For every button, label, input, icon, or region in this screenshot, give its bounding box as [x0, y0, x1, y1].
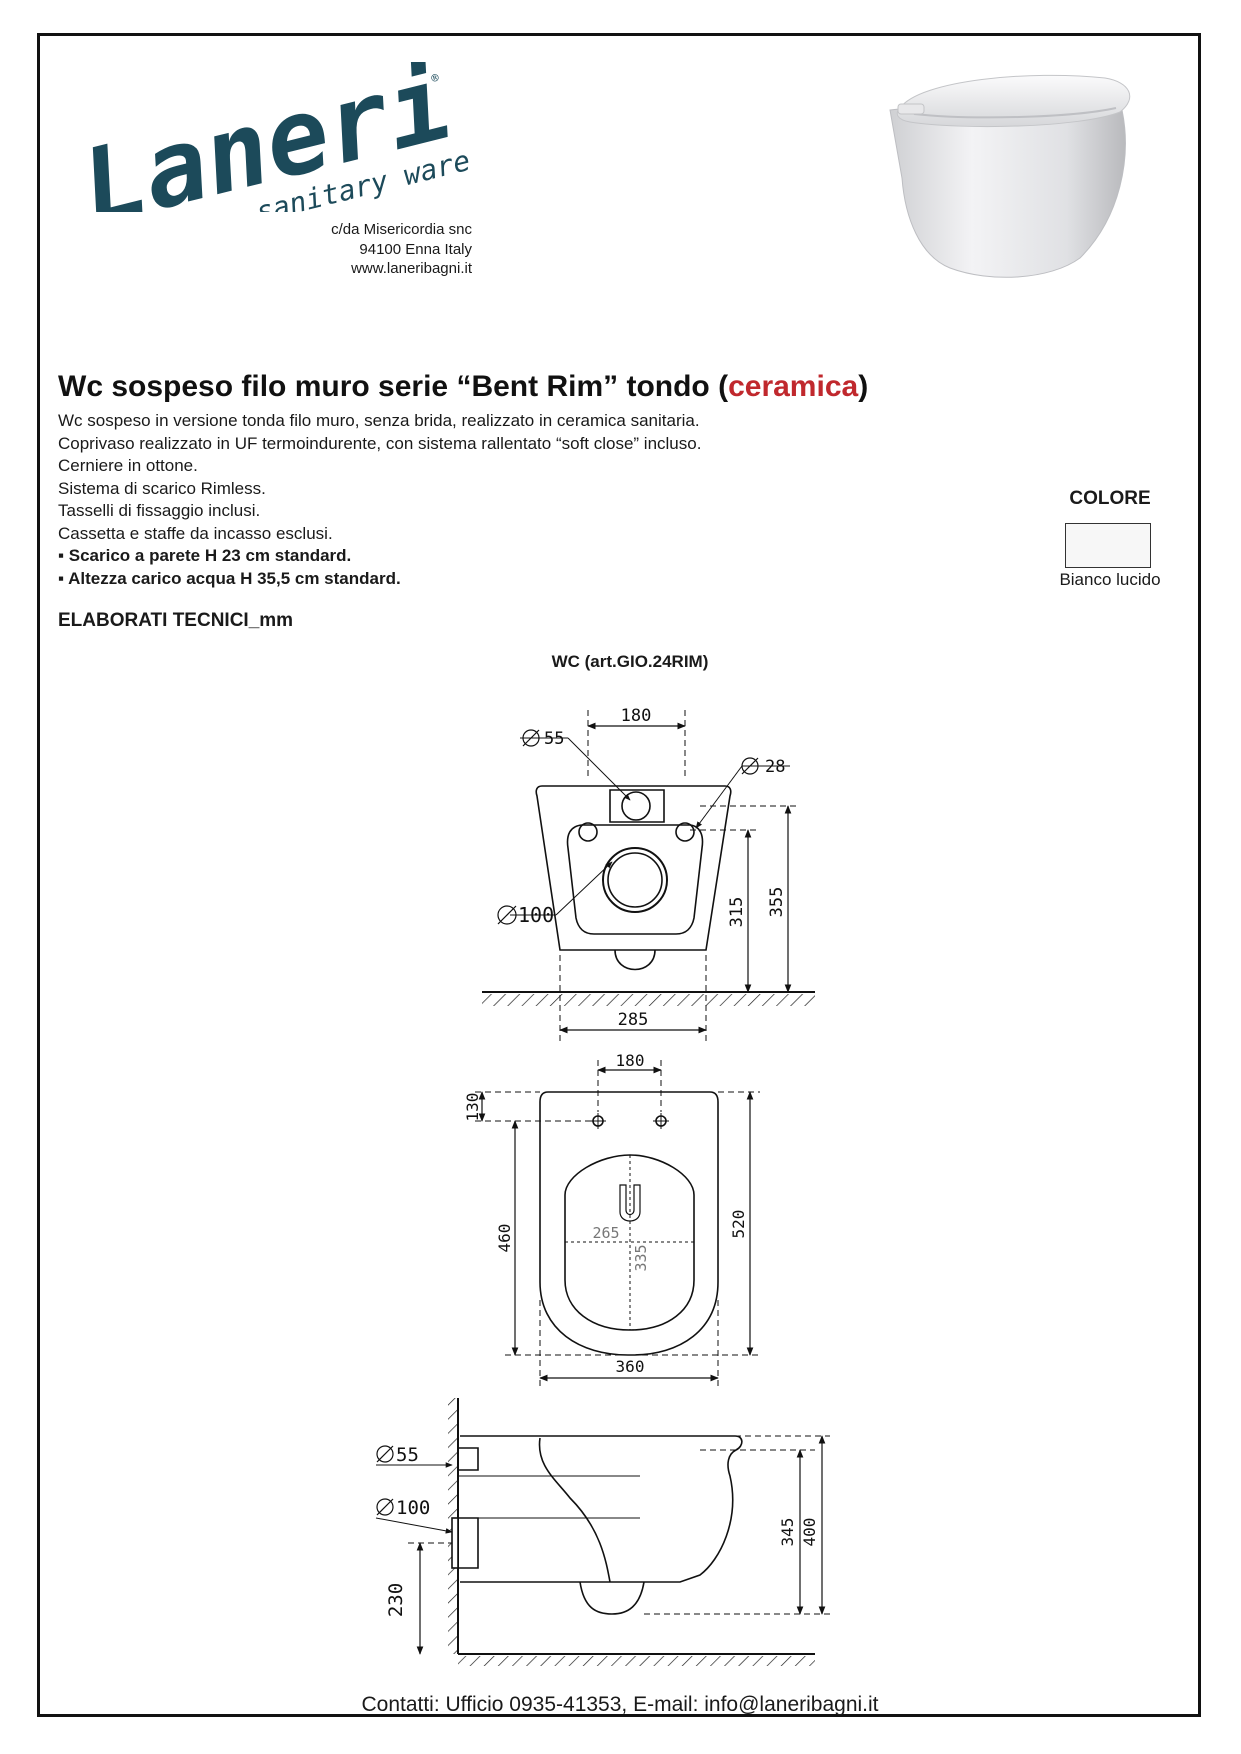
- dim-345: 345: [778, 1518, 797, 1547]
- dim-265: 265: [592, 1224, 619, 1242]
- dim-d100-side: 100: [396, 1497, 430, 1519]
- dim-130: 130: [463, 1093, 482, 1122]
- title-text: Wc sospeso filo muro serie “Bent Rim” to…: [58, 370, 729, 403]
- dim-180-top: 180: [616, 1051, 645, 1070]
- dim-315: 315: [727, 897, 747, 928]
- product-title: Wc sospeso filo muro serie “Bent Rim” to…: [58, 370, 868, 404]
- feature-line: ▪ Scarico a parete H 23 cm standard.: [58, 546, 352, 565]
- dim-d55-side: 55: [396, 1444, 419, 1466]
- description-line: Cerniere in ottone.: [58, 456, 198, 475]
- top-view: [475, 1060, 760, 1388]
- feature-line: ▪ Altezza carico acqua H 35,5 cm standar…: [58, 568, 401, 588]
- description-line: Wc sospeso in versione tonda filo muro, …: [58, 411, 700, 430]
- title-text-end: ): [858, 370, 869, 403]
- product-description: Wc sospeso in versione tonda filo muro, …: [58, 410, 701, 590]
- dim-355: 355: [767, 887, 787, 918]
- description-line: Tasselli di fissaggio inclusi.: [58, 501, 261, 520]
- dim-400: 400: [800, 1518, 819, 1547]
- description-line: Sistema di scarico Rimless.: [58, 478, 266, 498]
- section-heading: ELABORATI TECNICI_mm: [58, 610, 294, 631]
- dim-d100-front: 100: [518, 903, 554, 927]
- color-label: COLORE: [1069, 488, 1151, 509]
- registered-mark: ®: [430, 70, 441, 86]
- dim-460: 460: [495, 1224, 514, 1253]
- address-line: 94100 Enna Italy: [359, 240, 472, 258]
- color-swatch: [1065, 523, 1151, 568]
- dim-230: 230: [385, 1583, 407, 1617]
- company-address: c/da Misericordia snc 94100 Enna Italy w…: [260, 220, 472, 279]
- dim-360: 360: [616, 1357, 645, 1376]
- description-line: Cassetta e staffe da incasso esclusi.: [58, 523, 333, 543]
- contacts-footer: Contatti: Ufficio 0935-41353, E-mail: in…: [361, 1693, 879, 1716]
- drawing-title: WC (art.GIO.24RIM): [551, 652, 709, 671]
- website-link[interactable]: www.laneribagni.it: [351, 260, 472, 277]
- front-view: [482, 710, 815, 1042]
- side-view: [375, 1398, 830, 1666]
- dim-335: 335: [632, 1244, 650, 1271]
- dim-d55-front: 55: [544, 729, 564, 749]
- dim-520: 520: [729, 1210, 748, 1239]
- dim-180-front: 180: [621, 706, 652, 726]
- description-line: Coprivaso realizzato in UF termoindurent…: [58, 433, 702, 453]
- title-material: ceramica: [728, 370, 859, 403]
- product-photo: [880, 68, 1140, 288]
- page-border: [37, 33, 1201, 1717]
- dim-285: 285: [618, 1010, 649, 1030]
- color-name: Bianco lucido: [1059, 570, 1161, 589]
- address-line: c/da Misericordia snc: [331, 221, 472, 238]
- dim-d28: 28: [765, 757, 785, 777]
